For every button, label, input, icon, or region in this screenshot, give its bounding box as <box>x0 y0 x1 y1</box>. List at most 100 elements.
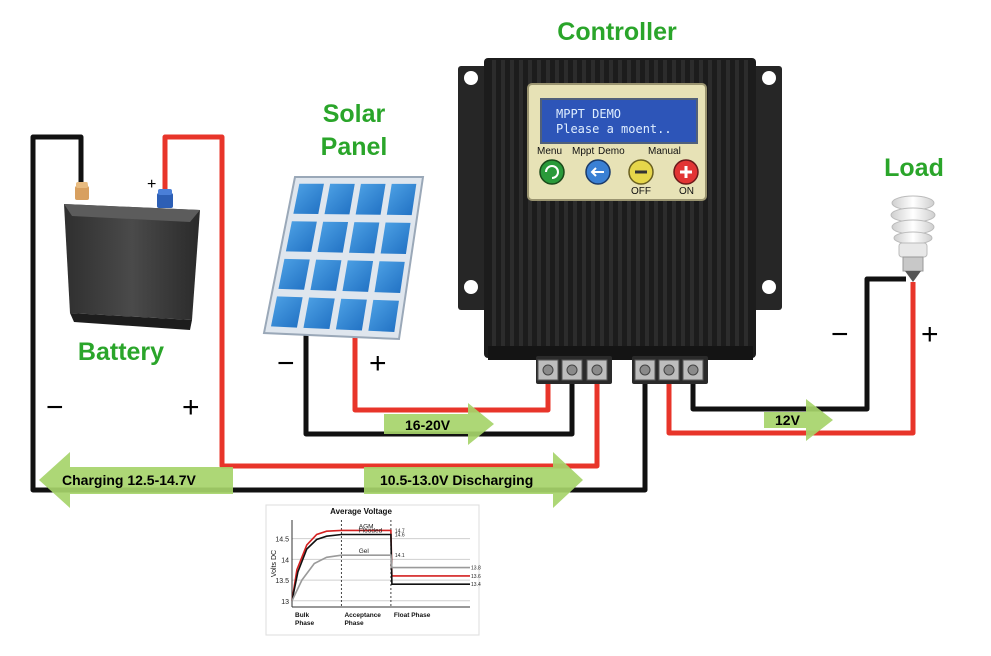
heatsink-fin <box>537 60 541 346</box>
terminal-screw-head <box>591 364 603 376</box>
solar-panel-label-line1: Solar <box>322 100 386 128</box>
chart-end-label: 13.6 <box>471 574 481 580</box>
terminal-screw-head <box>687 364 699 376</box>
lcd-line-2: Please a moent.. <box>556 122 672 136</box>
heatsink-fin <box>645 60 649 346</box>
solar-cell <box>285 221 317 252</box>
chart-phase-label: Bulk <box>295 612 309 619</box>
heatsink-fin <box>627 60 631 346</box>
heatsink-fin <box>735 60 739 346</box>
chart-phase-label: Float Phase <box>394 612 431 619</box>
solar-cell <box>368 299 399 332</box>
panel-voltage-arrow <box>384 403 494 445</box>
chart-end-label: 13.4 <box>471 582 481 588</box>
battery-plus-terminal-sign: + <box>147 176 157 193</box>
charging-text: Charging 12.5-14.7V <box>62 472 196 488</box>
off-button-label: OFF <box>631 186 651 197</box>
panel-voltage-text: 16-20V <box>405 417 451 433</box>
solar-cell <box>349 222 380 254</box>
solar-cell <box>303 297 335 330</box>
terminal-screw-head <box>566 364 578 376</box>
menu-button-shape <box>539 159 565 185</box>
chart-text: 1313.51414.5AGM14.713.6Flooded14.613.4Ge… <box>271 507 481 627</box>
chart-series-name: Gel <box>359 548 370 555</box>
chart-end-label: 13.8 <box>471 566 481 572</box>
battery-negative-wire <box>30 134 648 493</box>
solar-cell <box>270 296 303 328</box>
heatsink-fin <box>717 60 721 346</box>
heatsink-fin <box>690 60 694 346</box>
load-label: Load <box>884 154 944 182</box>
terminal-screw-head <box>639 364 651 376</box>
terminal-screws <box>537 359 704 381</box>
heatsink-fin <box>600 60 604 346</box>
wires <box>30 134 916 493</box>
on-button-label: ON <box>679 186 694 197</box>
heatsink-fin <box>546 60 550 346</box>
solar-cell <box>355 183 386 215</box>
load-negative-wire <box>690 276 906 412</box>
solar-panel-label-line2: Panel <box>320 133 388 161</box>
panel-plus-sign: + <box>369 347 387 380</box>
heatsink-fin <box>744 60 748 346</box>
controller-image <box>458 58 782 384</box>
load-minus-sign: − <box>831 318 849 351</box>
chart-ytick-label: 14 <box>281 557 289 564</box>
solar-cell <box>278 258 310 290</box>
terminal-screw-head <box>542 364 554 376</box>
arrow-left-icon <box>590 167 604 177</box>
solar-cell <box>310 259 342 291</box>
chart-phase-label-line2: Phase <box>295 620 315 627</box>
battery-minus-sign: − <box>46 391 64 424</box>
heatsink-fin <box>609 60 613 346</box>
solar-cells <box>270 183 417 332</box>
refresh-icon <box>545 165 559 179</box>
heatsink-fin <box>591 60 595 346</box>
discharging-arrow <box>364 452 583 508</box>
heatsink-fin <box>519 60 523 346</box>
heatsink-fin <box>654 60 658 346</box>
battery-positive-wire <box>162 134 600 469</box>
heatsink-fin <box>573 60 577 346</box>
heatsink-fin <box>582 60 586 346</box>
heatsink-fin <box>681 60 685 346</box>
chart-frame <box>265 504 480 636</box>
solar-cell <box>380 222 411 255</box>
chart-end-label: 14.6 <box>395 533 405 539</box>
heatsink-fin <box>699 60 703 346</box>
solar-panel-image <box>262 176 425 341</box>
heatsink-fin <box>708 60 712 346</box>
chart-ytick-label: 14.5 <box>275 537 289 544</box>
chart-end-label: 14.7 <box>395 528 405 534</box>
mppt-button-label: Mppt <box>572 146 595 157</box>
voltage-chart: 1313.51414.5AGM14.713.6Flooded14.613.4Ge… <box>265 504 481 636</box>
load-voltage-arrow <box>764 399 833 441</box>
solar-cell <box>342 260 374 292</box>
chart-ytick-label: 13 <box>281 599 289 606</box>
load-plus-sign: + <box>921 318 939 351</box>
heatsink-fin <box>618 60 622 346</box>
solar-cell <box>317 221 349 253</box>
heatsink-fin <box>492 60 496 346</box>
demo-button-label: Demo <box>598 146 625 157</box>
heatsink-fin <box>501 60 505 346</box>
chart-end-label: 14.1 <box>395 553 405 559</box>
lcd-line-1: MPPT DEMO <box>556 107 622 121</box>
menu-button-label: Menu <box>537 146 563 157</box>
load-bulb-image <box>890 195 936 282</box>
chart-series-name: AGM <box>359 523 374 530</box>
panel-positive-wire <box>352 334 551 413</box>
heatsink-fin <box>510 60 514 346</box>
battery-minus-terminal-sign: - <box>87 175 93 192</box>
charging-arrow <box>39 452 233 508</box>
load-positive-wire <box>666 282 916 436</box>
chart-ylabel: Volts DC <box>271 550 278 577</box>
solar-cell <box>386 183 417 216</box>
solar-cell <box>293 183 324 215</box>
heatsink-fin <box>528 60 532 346</box>
chart-grid <box>291 520 470 608</box>
chart-phase-label: Acceptance <box>344 612 381 619</box>
heatsink-fin <box>672 60 676 346</box>
